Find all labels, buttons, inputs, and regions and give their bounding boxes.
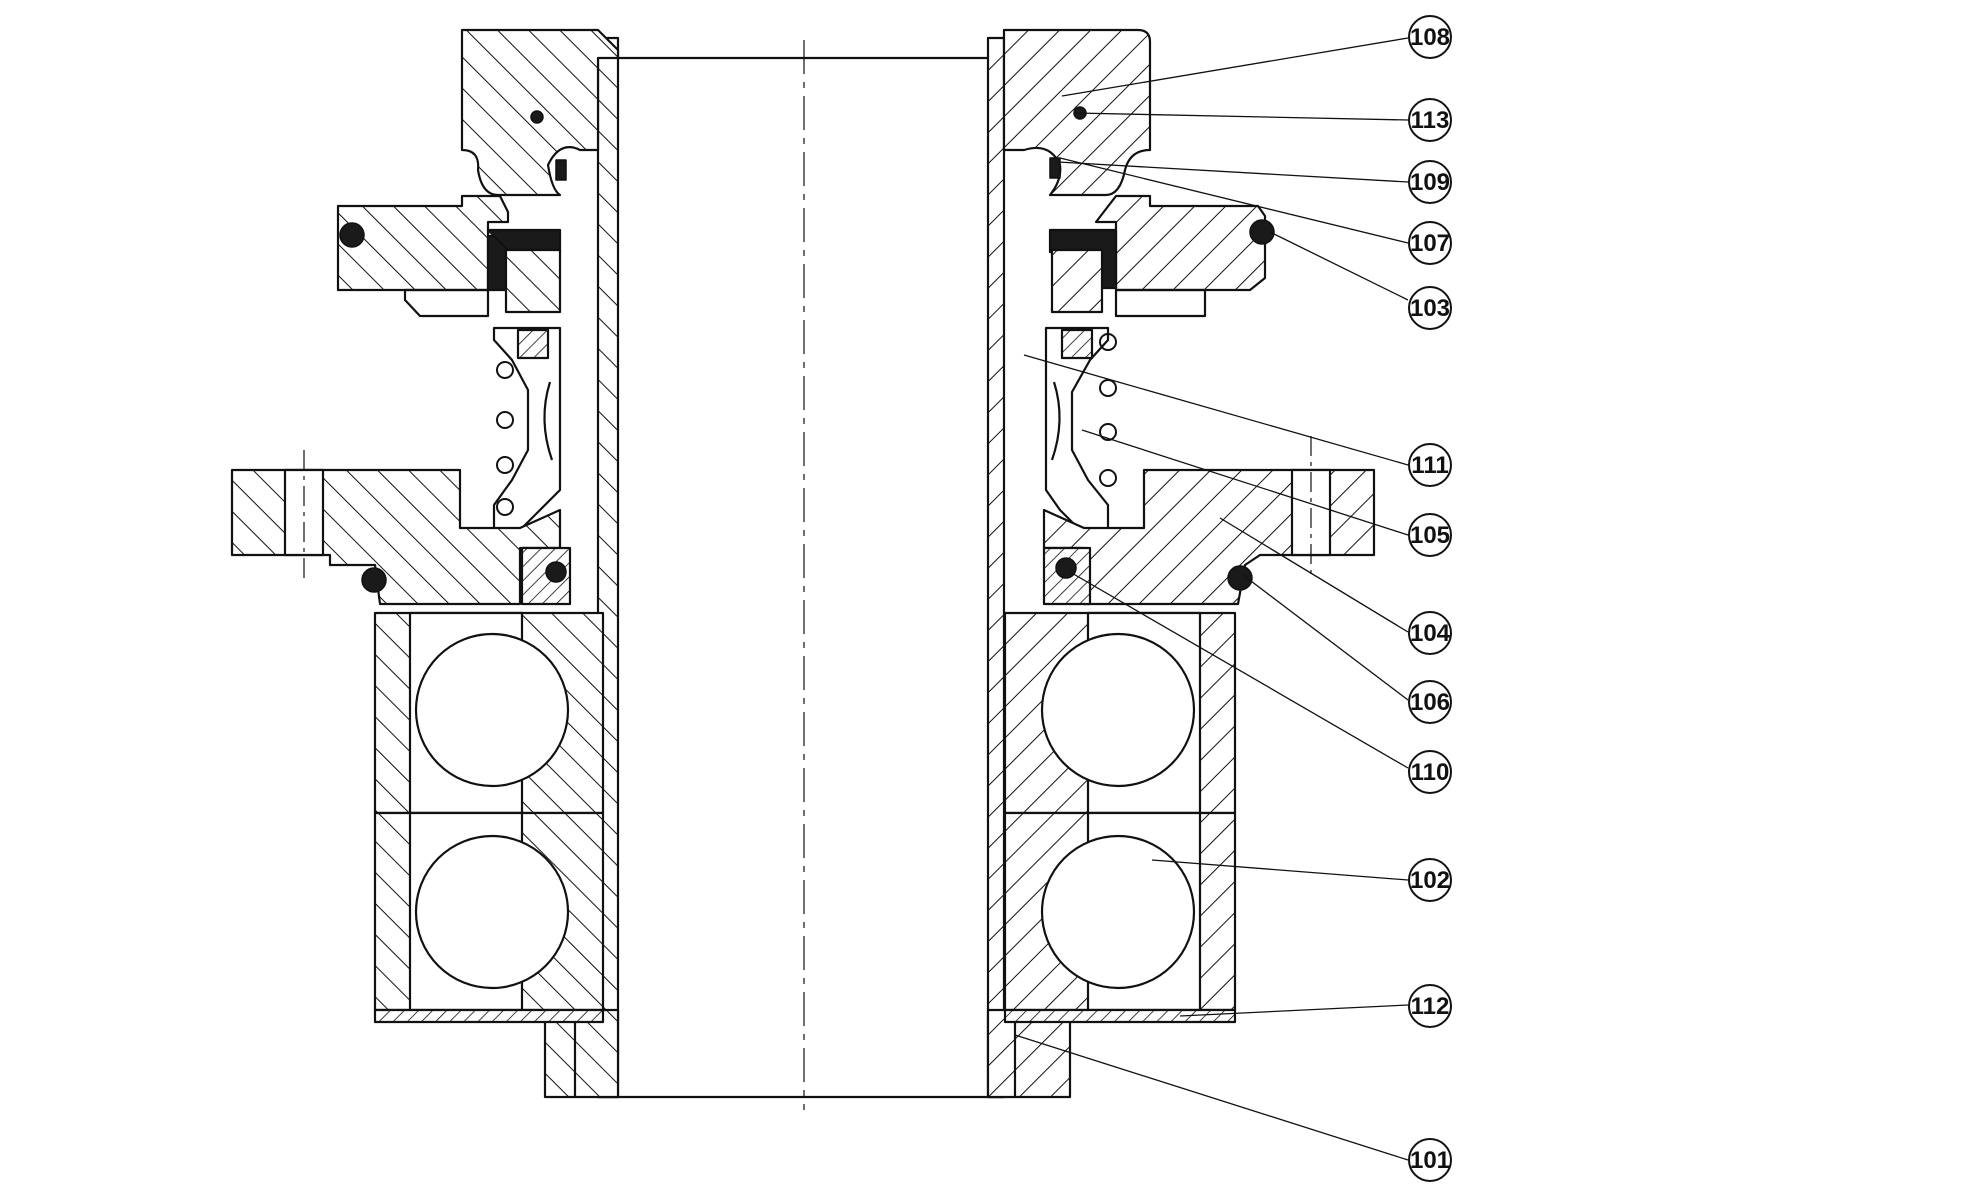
callout-103: 103 [1408,286,1452,330]
spring-holder-left [492,326,562,532]
callout-label: 101 [1410,1147,1450,1174]
callout-108: 108 [1408,15,1452,59]
callout-label: 111 [1411,452,1448,479]
callout-label: 113 [1411,107,1450,134]
leader-lines [1014,37,1409,1161]
callout-102: 102 [1408,858,1452,902]
shaft-sleeve-101 [543,36,1072,1099]
callout-label: 105 [1410,522,1450,549]
callout-111: 111 [1408,443,1452,487]
callout-label: 112 [1411,993,1450,1020]
callout-112: 112 [1408,984,1452,1028]
callout-label: 109 [1410,169,1450,196]
callout-label: 103 [1410,295,1450,322]
callout-107: 107 [1408,221,1452,265]
gland-plate-left [336,194,510,318]
callout-label: 102 [1410,867,1450,894]
callout-106: 106 [1408,680,1452,724]
callout-label: 106 [1410,689,1450,716]
callout-105: 105 [1408,513,1452,557]
gland-plate-right [1094,194,1267,318]
spring-holder-right [1044,326,1110,532]
callout-101: 101 [1408,1138,1452,1182]
seal-seat-left [486,228,562,314]
callout-110: 110 [1408,750,1452,794]
callout-label: 110 [1411,759,1450,786]
callout-109: 109 [1408,160,1452,204]
o-rings [339,106,1275,593]
callout-label: 104 [1410,620,1451,647]
callout-label: 108 [1410,24,1450,51]
housing-104 [230,436,1376,606]
callout-label: 107 [1410,230,1450,257]
callout-113: 113 [1408,98,1452,142]
springs-105 [496,333,1117,516]
bearings-102 [373,611,1237,1024]
seal-seat-right [1048,228,1118,314]
callout-104: 104 [1408,611,1452,655]
